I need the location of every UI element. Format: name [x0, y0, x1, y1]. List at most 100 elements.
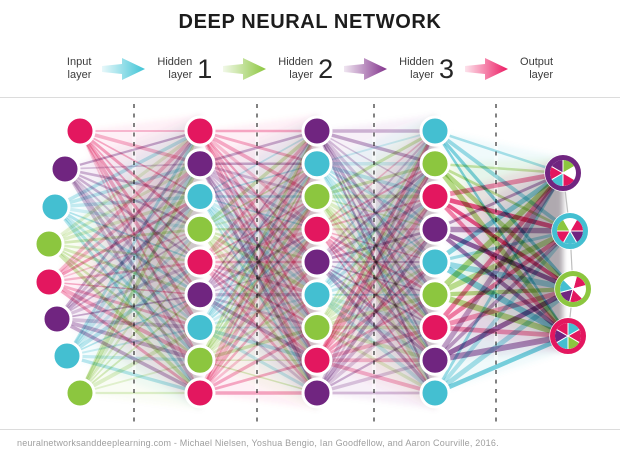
connection-line: [198, 130, 319, 361]
connection-line: [434, 162, 564, 175]
hidden-layer-3-nodes: [419, 115, 451, 409]
connection-line: [199, 293, 318, 394]
legend-hidden-layer-1-number: 1: [197, 53, 213, 84]
arrow-hidden2-to-hidden3-icon: [344, 58, 388, 80]
hidden-layer-3-node: [419, 377, 451, 409]
hidden-layer-1-node: [184, 344, 216, 376]
connection-line: [199, 130, 318, 296]
legend-label-line: layer: [67, 69, 92, 81]
connection-line: [65, 260, 202, 358]
connection-line: [78, 130, 202, 394]
connection-line: [316, 196, 436, 394]
connection-line: [316, 326, 436, 394]
hidden-layer-2-node: [301, 213, 333, 245]
hidden-layer-2-node: [301, 344, 333, 376]
hidden-layer-1-node: [184, 279, 216, 311]
hidden-layer-3-node: [419, 181, 451, 212]
footer-credit: neuralnetworksanddeeplearning.com - Mich…: [17, 438, 499, 448]
connection-line: [316, 129, 436, 198]
connection-line: [66, 354, 201, 362]
connections-input-layer-to-hidden-layer-1: [47, 129, 202, 395]
hidden-layer-1-node: [184, 115, 216, 147]
hidden-layer-2-node: [301, 279, 333, 311]
connection-line: [199, 163, 318, 394]
connection-line: [198, 129, 319, 231]
connection-line: [198, 195, 319, 394]
connection-line: [315, 130, 437, 296]
hidden-layer-3-node: [419, 312, 451, 343]
hidden-layer-2-node: [301, 115, 333, 147]
connection-line: [56, 260, 201, 321]
connection-line: [48, 227, 201, 246]
connection-line: [79, 228, 201, 394]
legend-label-line: layer: [289, 69, 314, 81]
connection-line: [434, 333, 569, 396]
input-layer-node: [64, 377, 96, 409]
connection-line: [48, 129, 201, 246]
pinwheel-ring: [550, 318, 586, 354]
hidden-layer-1-node: [184, 312, 216, 343]
connection-line: [316, 130, 436, 230]
hidden-layer-3-node: [419, 344, 451, 376]
connection-line: [199, 326, 318, 395]
connection-line: [48, 242, 201, 264]
connections-hidden-layer-3-to-output-layer: [432, 129, 575, 396]
legend-label-line: Input: [66, 55, 92, 68]
connection-line: [315, 260, 437, 395]
hidden-layer-1-node: [184, 213, 216, 245]
connection-line: [199, 358, 318, 395]
network-canvas: [33, 104, 592, 427]
hidden-layer-1-node: [184, 246, 216, 278]
output-node: [544, 154, 582, 192]
hidden-layer-3-node: [419, 115, 451, 147]
connection-line: [198, 130, 319, 394]
output-layer-nodes: [544, 154, 592, 355]
hidden-layer-2-node: [301, 148, 333, 180]
connection-line: [433, 129, 575, 291]
connection-line: [433, 171, 565, 329]
connection-line: [54, 129, 201, 209]
pinwheel-ring: [545, 155, 581, 191]
connection-line: [432, 171, 566, 362]
output-node: [551, 212, 589, 250]
connection-line: [315, 130, 437, 394]
connection-line: [64, 129, 201, 171]
connection-line: [198, 129, 319, 264]
hidden-layer-2-node: [301, 377, 333, 409]
connection-line: [433, 287, 575, 395]
pinwheel-ring: [552, 213, 588, 249]
connection-line: [316, 358, 436, 395]
connection-line: [433, 172, 565, 394]
pinwheel-ring: [555, 271, 591, 307]
legend-label-line: layer: [529, 69, 554, 81]
connection-line: [316, 130, 436, 329]
connection-line: [56, 228, 201, 320]
hidden-layer-2-node: [301, 246, 333, 278]
connection-line: [198, 228, 319, 394]
hidden-layer-3-node: [419, 213, 451, 245]
connection-line: [56, 293, 201, 320]
connection-line: [199, 129, 318, 165]
hidden-layer-3-node: [419, 246, 451, 278]
hidden-layer-1-node: [184, 377, 216, 409]
connection-line: [316, 130, 436, 165]
input-layer-node: [49, 153, 81, 185]
legend-label-line: Hidden: [157, 55, 193, 68]
connections-hidden-layer-2-to-hidden-layer-3: [315, 129, 437, 395]
output-node: [554, 270, 592, 308]
input-layer-node: [41, 303, 73, 335]
connection-line: [79, 325, 201, 395]
output-node: [549, 317, 587, 355]
connection-line: [78, 162, 202, 394]
connection-line: [48, 194, 201, 246]
